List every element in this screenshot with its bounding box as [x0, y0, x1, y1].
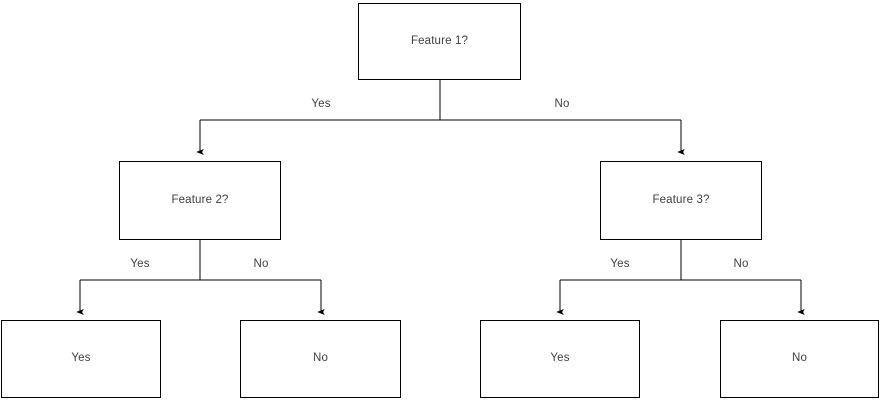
node-leaf-no-2-label: No	[791, 352, 807, 365]
node-leaf-no-2[interactable]: No	[720, 320, 879, 398]
edge-label-feature2-yes: Yes	[127, 258, 153, 270]
node-feature2-label: Feature 2?	[171, 193, 229, 206]
edge-label-feature2-no: No	[250, 258, 272, 270]
node-feature3[interactable]: Feature 3?	[600, 161, 762, 240]
node-leaf-yes-2-label: Yes	[550, 352, 570, 365]
edge-label-root-yes: Yes	[308, 98, 334, 110]
node-root-label: Feature 1?	[410, 34, 469, 47]
node-feature3-label: Feature 3?	[652, 193, 710, 206]
edge-label-feature3-no: No	[730, 258, 752, 270]
node-leaf-yes-1[interactable]: Yes	[1, 320, 161, 398]
node-leaf-yes-1-label: Yes	[71, 352, 91, 365]
node-feature2[interactable]: Feature 2?	[119, 161, 281, 240]
node-leaf-no-1[interactable]: No	[240, 320, 401, 398]
node-root[interactable]: Feature 1?	[358, 3, 521, 80]
edge-label-root-no: No	[551, 98, 573, 110]
node-leaf-yes-2[interactable]: Yes	[480, 320, 640, 398]
node-leaf-no-1-label: No	[312, 352, 328, 365]
edge-label-feature3-yes: Yes	[607, 258, 633, 270]
